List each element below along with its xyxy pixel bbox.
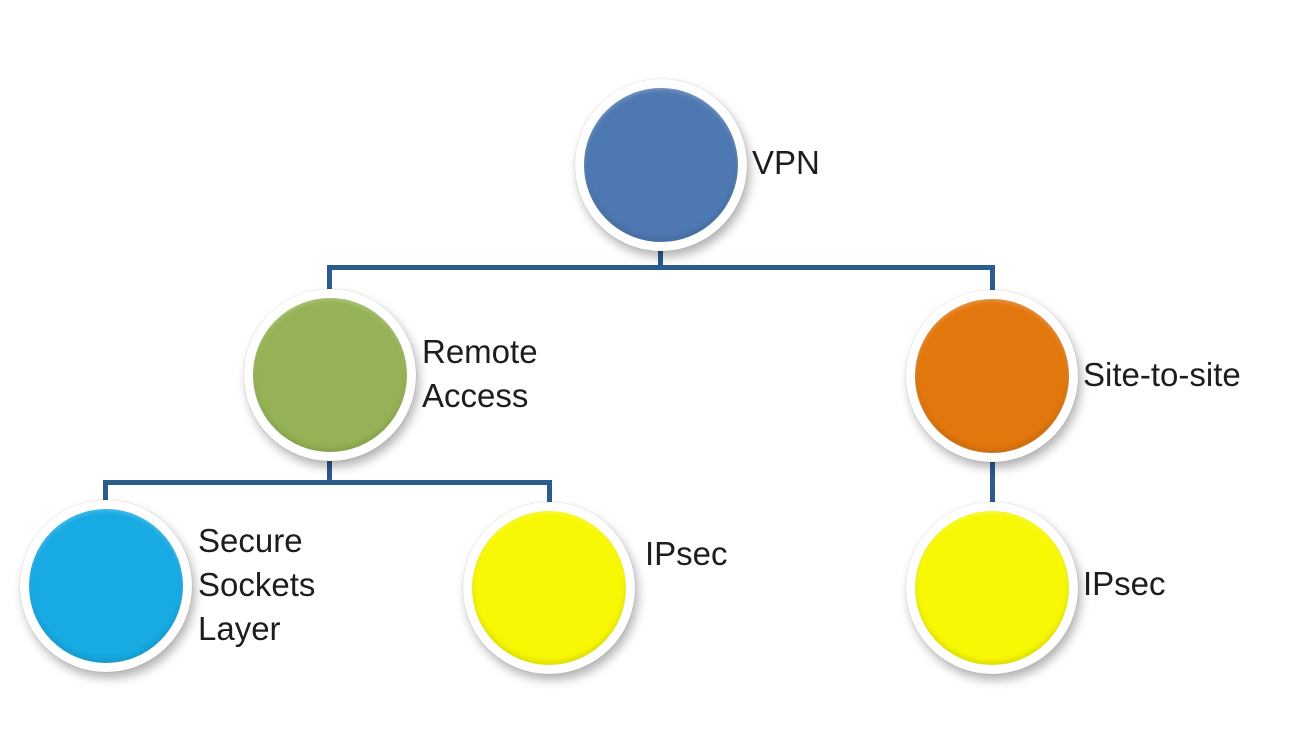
node-label-vpn: VPN: [752, 144, 820, 181]
connector-to-ipsec-site: [990, 457, 995, 506]
node-label-ipsec-site: IPsec: [1083, 565, 1166, 602]
node-label-site-to-site: Site-to-site: [1083, 356, 1241, 393]
connector-level1-horizontal: [327, 265, 995, 270]
connector-vpn-stem: [658, 243, 663, 270]
connector-remote-access-stem: [327, 456, 332, 482]
node-label-ipsec-remote: IPsec: [645, 535, 728, 572]
node-circle-site-to-site: [906, 290, 1078, 462]
node-label-remote-access: Remote Access: [422, 333, 538, 414]
connector-to-ssl: [103, 480, 108, 504]
connector-to-ipsec-remote: [547, 480, 552, 506]
node-circle-secure-sockets-layer: [20, 500, 192, 672]
node-circle-ipsec-remote: [463, 502, 635, 674]
connector-to-remote-access: [327, 265, 332, 293]
node-circle-vpn: [575, 79, 747, 251]
connector-to-site-to-site: [990, 265, 995, 294]
connector-level2-horizontal: [103, 480, 552, 485]
node-label-secure-sockets-layer: Secure Sockets Layer: [198, 522, 316, 647]
node-circle-ipsec-site: [906, 502, 1078, 674]
node-circle-remote-access: [244, 289, 416, 461]
